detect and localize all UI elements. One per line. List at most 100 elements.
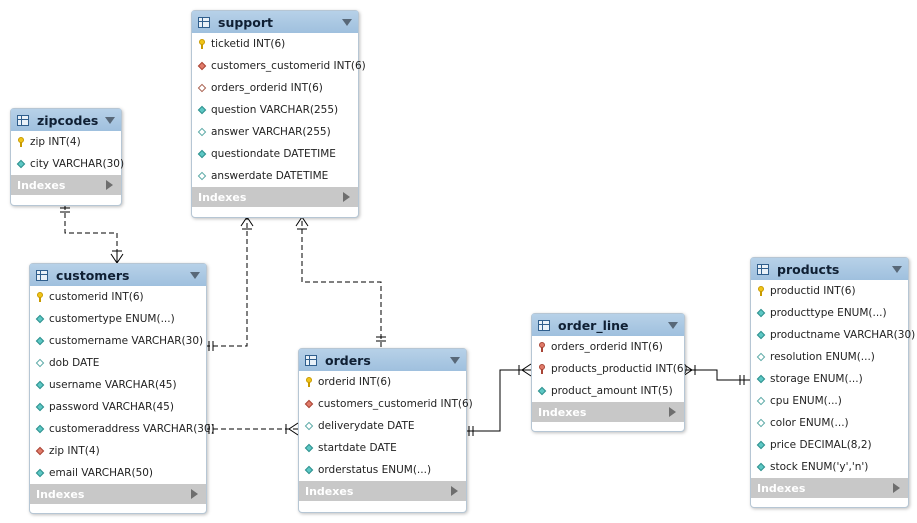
expand-triangle-icon[interactable] [106,180,113,190]
table-icon [538,319,550,331]
column-row[interactable]: productid INT(6) [751,280,908,302]
rel-customers-support[interactable] [205,216,254,351]
column-row[interactable]: city VARCHAR(30) [11,153,124,175]
not-null-column-icon [36,468,44,478]
column-label: product_amount INT(5) [551,385,673,397]
column-row[interactable]: ticketid INT(6) [192,33,358,55]
rel-customers-orders[interactable] [205,422,299,436]
table-order_line[interactable]: order_line orders_orderid INT(6) product… [531,313,688,432]
indexes-bar[interactable]: Indexes [751,478,908,498]
column-row[interactable]: email VARCHAR(50) [30,462,206,484]
column-label: productname VARCHAR(30) [770,329,916,341]
nullable-foreign-key-icon [198,83,206,93]
foreign-key-icon [305,399,313,409]
column-row[interactable]: customerid INT(6) [30,286,206,308]
column-row[interactable]: questiondate DATETIME [192,143,358,165]
column-label: username VARCHAR(45) [49,379,177,391]
primary-foreign-key-icon [538,342,546,352]
indexes-label: Indexes [36,487,85,501]
indexes-bar[interactable]: Indexes [11,175,121,195]
collapse-triangle-icon[interactable] [892,265,902,273]
expand-triangle-icon[interactable] [451,486,458,496]
column-row[interactable]: price DECIMAL(8,2) [751,434,908,456]
column-row[interactable]: stock ENUM('y','n') [751,456,908,478]
column-row[interactable]: question VARCHAR(255) [192,99,358,121]
expand-triangle-icon[interactable] [893,483,900,493]
column-row[interactable]: deliverydate DATE [299,415,466,437]
table-customers[interactable]: customers customerid INT(6) customertype… [29,263,215,514]
column-row[interactable]: producttype ENUM(...) [751,302,908,324]
nullable-column-icon [757,352,765,362]
column-row[interactable]: orders_orderid INT(6) [532,336,684,358]
column-label: orderid INT(6) [318,376,392,388]
indexes-bar[interactable]: Indexes [30,484,206,504]
table-header[interactable]: zipcodes [11,109,121,131]
column-label: producttype ENUM(...) [770,307,887,319]
indexes-bar[interactable]: Indexes [192,187,358,207]
column-row[interactable]: customername VARCHAR(30) [30,330,206,352]
rel-orders-support[interactable] [295,216,386,347]
table-header[interactable]: order_line [532,314,684,336]
rel-zipcodes-customers[interactable] [60,205,124,264]
column-row[interactable]: dob DATE [30,352,206,374]
column-row[interactable]: storage ENUM(...) [751,368,908,390]
column-row[interactable]: orders_orderid INT(6) [192,77,358,99]
column-row[interactable]: resolution ENUM(...) [751,346,908,368]
primary-key-icon [757,286,765,296]
column-row[interactable]: product_amount INT(5) [532,380,684,402]
column-row[interactable]: productname VARCHAR(30) [751,324,915,346]
column-row[interactable]: customers_customerid INT(6) [299,393,473,415]
column-row[interactable]: zip INT(4) [30,440,206,462]
table-header[interactable]: products [751,258,908,280]
not-null-column-icon [305,465,313,475]
collapse-triangle-icon[interactable] [450,356,460,364]
column-label: orders_orderid INT(6) [211,82,323,94]
column-row[interactable]: zip INT(4) [11,131,121,153]
column-row[interactable]: customers_customerid INT(6) [192,55,366,77]
table-products[interactable]: products productid INT(6) producttype EN… [750,257,915,508]
table-title: order_line [558,317,629,333]
expand-triangle-icon[interactable] [669,407,676,417]
column-row[interactable]: orderstatus ENUM(...) [299,459,466,481]
column-label: zip INT(4) [49,445,100,457]
column-row[interactable]: username VARCHAR(45) [30,374,206,396]
column-row[interactable]: products_productid INT(6) [532,358,688,380]
not-null-column-icon [36,336,44,346]
column-row[interactable]: password VARCHAR(45) [30,396,206,418]
column-row[interactable]: customeraddress VARCHAR(30) [30,418,215,440]
table-header[interactable]: orders [299,349,466,371]
indexes-label: Indexes [538,405,587,419]
collapse-triangle-icon[interactable] [105,116,115,124]
collapse-triangle-icon[interactable] [190,271,200,279]
nullable-column-icon [757,418,765,428]
column-row[interactable]: answerdate DATETIME [192,165,358,187]
rel-products-order_line[interactable] [682,363,750,385]
column-row[interactable]: customertype ENUM(...) [30,308,206,330]
expand-triangle-icon[interactable] [191,489,198,499]
column-label: resolution ENUM(...) [770,351,875,363]
table-title: customers [56,267,130,283]
table-icon [305,354,317,366]
rel-orders-order_line[interactable] [465,363,532,436]
column-row[interactable]: orderid INT(6) [299,371,466,393]
table-orders[interactable]: orders orderid INT(6) customers_customer… [298,348,473,513]
column-row[interactable]: color ENUM(...) [751,412,908,434]
not-null-column-icon [757,374,765,384]
table-header[interactable]: customers [30,264,206,286]
column-row[interactable]: answer VARCHAR(255) [192,121,358,143]
collapse-triangle-icon[interactable] [342,18,352,26]
column-row[interactable]: startdate DATE [299,437,466,459]
expand-triangle-icon[interactable] [343,192,350,202]
column-row[interactable]: cpu ENUM(...) [751,390,908,412]
indexes-bar[interactable]: Indexes [299,481,466,501]
not-null-column-icon [757,308,765,318]
column-label: storage ENUM(...) [770,373,863,385]
collapse-triangle-icon[interactable] [668,321,678,329]
not-null-column-icon [757,462,765,472]
table-header[interactable]: support [192,11,358,33]
table-support[interactable]: support ticketid INT(6) customers_custom… [191,10,366,218]
column-label: customers_customerid INT(6) [211,60,366,72]
indexes-bar[interactable]: Indexes [532,402,684,422]
primary-key-icon [36,292,44,302]
table-zipcodes[interactable]: zipcodes zip INT(4) city VARCHAR(30) Ind… [10,108,124,206]
